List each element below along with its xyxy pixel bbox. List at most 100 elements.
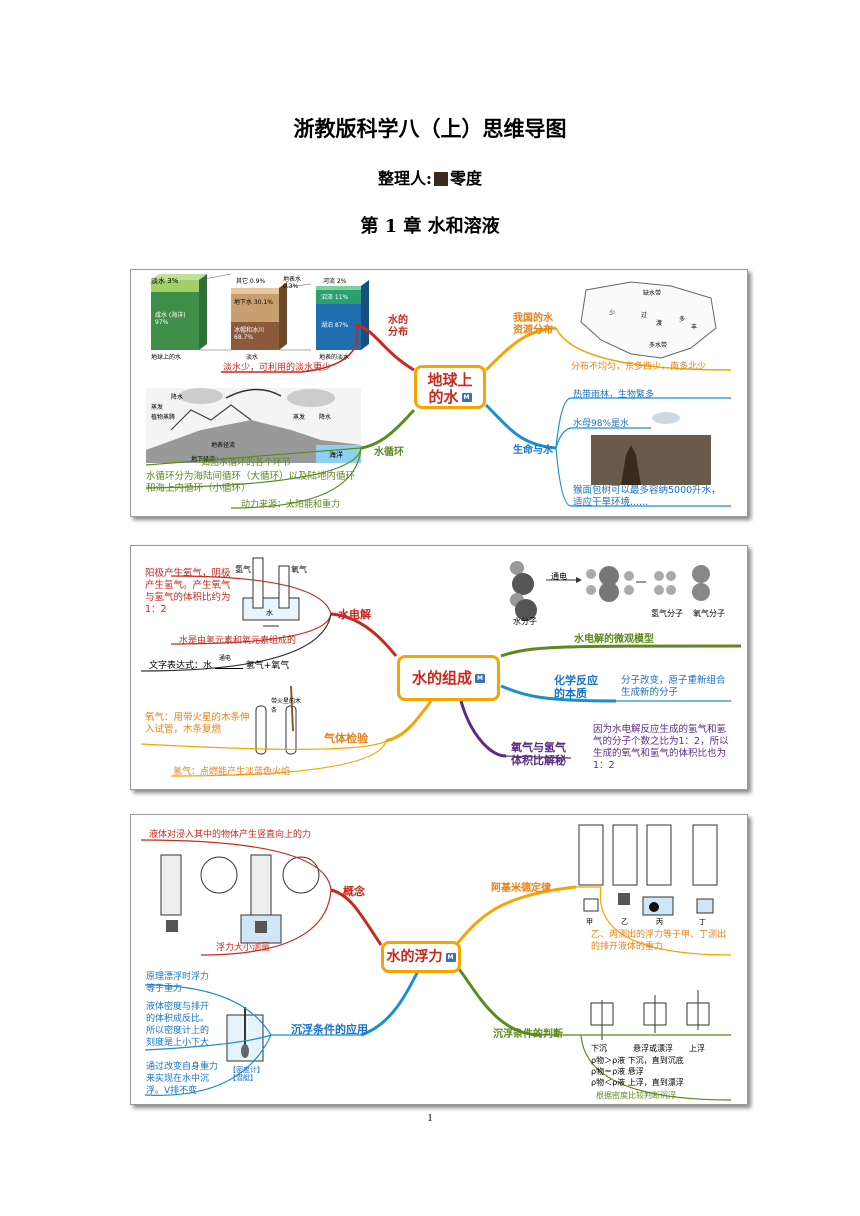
word-eq-products: 氢气+氧气 bbox=[245, 661, 290, 671]
organizer-line: 整理人:零度 bbox=[0, 165, 860, 189]
map2-branches bbox=[140, 557, 742, 777]
bar1-body-label: 咸水 (海洋) 97% bbox=[155, 312, 186, 326]
cycle-caption: 如图水循环的各个环节 bbox=[201, 458, 292, 468]
word-eq-condition: 通电 bbox=[218, 655, 231, 662]
branch-reaction-nature-line1: 化学反应 bbox=[554, 674, 598, 687]
branch-apply[interactable]: 沉浮条件的应用 bbox=[291, 1023, 368, 1036]
cycle-label-0: 降水 bbox=[171, 394, 184, 401]
bar3-low-label: 湖泊 87% bbox=[321, 322, 349, 329]
micro-label-hydrogen-molecule: 氢气分子 bbox=[651, 609, 683, 618]
life-note-1: 水母98%是水 bbox=[573, 419, 630, 429]
cycle-label-2: 植物蒸腾 bbox=[151, 414, 176, 421]
bar2-low-label: 冰帽和冰川 68.7% bbox=[234, 327, 265, 341]
word-equation: 文字表达式：水 通电 氢气+氧气 bbox=[149, 655, 290, 671]
life-note-2: 猴面包树可以最多容纳5000升水，适应干旱环境...... bbox=[573, 485, 721, 508]
branch-electrolysis[interactable]: 水电解 bbox=[338, 608, 371, 621]
judge-note: 根据密度比较判断沉浮 bbox=[596, 1091, 676, 1100]
apply-tag-hydrometer: 【密度计】 bbox=[229, 1066, 264, 1074]
branch-reaction-nature[interactable]: 化学反应的本质 bbox=[554, 674, 598, 700]
branch-judge[interactable]: 沉浮条件的判断 bbox=[493, 1029, 563, 1040]
mindmap-earth-water: 淡水 3% 咸水 (海洋) 97% 地球上的水 其它 0.9% 地下水 30.1… bbox=[130, 269, 748, 517]
nature-note: 分子改变，原子重新组合生成新的分子 bbox=[621, 675, 726, 698]
mindmap-water-composition: 阳极产生氧气，阴极产生氢气。产生氧气与氢气的体积比约为1：2 氢气 氧气 水 水… bbox=[130, 545, 748, 790]
branch-volume-ratio-line2: 体积比解秘 bbox=[511, 754, 566, 767]
test-oxygen-note: 氧气：用带火星的木条伸入试管，木条复燃 bbox=[145, 712, 250, 735]
branch-micro-model[interactable]: 水电解的微观模型 bbox=[574, 634, 654, 645]
micro-label-water-molecule: 水分子 bbox=[513, 617, 537, 626]
branch-volume-ratio[interactable]: 氧气与氢气体积比解秘 bbox=[511, 741, 566, 767]
bar1-caption: 地球上的水 bbox=[151, 354, 182, 361]
cycle-note-1: 水循环分为海陆间循环（大循环）以及陆地内循环和海上内循环（小循环） bbox=[146, 471, 356, 494]
map-label-0: 缺水带 bbox=[643, 290, 662, 297]
map-label-2: 过 bbox=[641, 312, 648, 319]
mindmap-icon: M bbox=[475, 674, 485, 683]
bar2-caption: 淡水 bbox=[246, 354, 259, 361]
bar3-left-label: 地表水 0.3% bbox=[283, 276, 302, 290]
center-node-label: 水的组成 bbox=[411, 669, 472, 687]
apply-note-3: 通过改变自身重力来实现在水中沉浮。V排不变 bbox=[146, 1062, 219, 1096]
judge-label-float: 上浮 bbox=[689, 1044, 705, 1053]
apparatus-label-water: 水 bbox=[266, 609, 273, 617]
apply-tag-submarine: 【潜艇】 bbox=[229, 1074, 257, 1082]
branch-water-resources[interactable]: 我国的水资源分布 bbox=[513, 313, 553, 337]
bar1-top-label: 淡水 3% bbox=[151, 277, 179, 285]
branch-water-resources-line2: 资源分布 bbox=[513, 325, 553, 336]
bar3-top-label: 河流 2% bbox=[323, 278, 347, 285]
mindmap-buoyancy: 液体对浸入其中的物体产生竖直向上的力 概念 浮力大小测量 阿基米德定律 甲 乙 … bbox=[130, 814, 748, 1105]
judge-label-sink: 下沉 bbox=[591, 1044, 607, 1053]
branch-archimedes[interactable]: 阿基米德定律 bbox=[491, 883, 551, 894]
branch-water-cycle[interactable]: 水循环 bbox=[374, 447, 404, 458]
distribution-note: 淡水少，可利用的淡水更少 bbox=[223, 363, 332, 373]
life-note-0: 热带雨林，生物繁多 bbox=[573, 390, 655, 400]
branch-concept[interactable]: 概念 bbox=[343, 885, 365, 898]
center-node-label: 水的浮力 bbox=[386, 949, 443, 965]
map-label-5: 丰 bbox=[691, 324, 698, 331]
branch-water-resources-line1: 我国的水 bbox=[513, 313, 553, 324]
mindmap-icon: M bbox=[461, 393, 472, 402]
branch-water-distribution[interactable]: 水的分布 bbox=[388, 315, 408, 339]
archimedes-label-1: 乙 bbox=[621, 918, 628, 926]
map3-branches bbox=[140, 824, 732, 1101]
center-node-line2: 的水 bbox=[428, 388, 459, 406]
branch-life-water[interactable]: 生命与水 bbox=[513, 445, 553, 456]
map-label-4: 多 bbox=[679, 316, 686, 323]
cycle-note-2: 动力来源：太阳能和重力 bbox=[241, 500, 341, 510]
apply-note-2: 液体密度与排开的体积成反比。所以密度计上的刻度是上小下大 bbox=[146, 1002, 210, 1048]
bar3-mid-label: 沼泽 11% bbox=[321, 294, 349, 301]
archimedes-note: 乙、丙测出的浮力等于甲、丁测出的排开液体的重力 bbox=[591, 930, 727, 952]
apparatus-label-hydrogen: 氢气 bbox=[235, 565, 251, 574]
judge-row-0: ρ物＞ρ液 下沉，直到沉底 bbox=[591, 1056, 684, 1065]
map-label-6: 多水带 bbox=[649, 342, 668, 349]
concept-caption: 浮力大小测量 bbox=[216, 943, 271, 953]
cycle-label-4: 地下径流 bbox=[191, 456, 216, 463]
cycle-label-5: 海洋 bbox=[329, 451, 343, 459]
concept-note: 液体对浸入其中的物体产生竖直向上的力 bbox=[149, 830, 312, 840]
chapter-title: 第 1 章 水和溶液 bbox=[360, 216, 500, 237]
archimedes-label-2: 丙 bbox=[656, 918, 663, 926]
cycle-label-1: 蒸发 bbox=[151, 404, 164, 411]
judge-label-suspend: 悬浮或漂浮 bbox=[633, 1044, 673, 1053]
page-number: 1 bbox=[427, 1112, 433, 1124]
organizer-name: 零度 bbox=[449, 169, 482, 188]
archimedes-label-3: 丁 bbox=[699, 918, 706, 926]
splint-label: 带火星的木条 bbox=[271, 698, 302, 714]
map-label-1: 少 bbox=[609, 310, 616, 317]
cycle-label-3: 地表径流 bbox=[211, 442, 236, 449]
word-eq-reactant: 文字表达式：水 bbox=[149, 661, 213, 671]
branch-water-distribution-line1: 水的 bbox=[388, 315, 408, 326]
judge-row-2: ρ物＜ρ液 上浮，直到漂浮 bbox=[591, 1078, 684, 1087]
bar3-caption: 地表的淡水 bbox=[319, 354, 350, 361]
archimedes-label-0: 甲 bbox=[586, 918, 593, 926]
branch-gas-test[interactable]: 气体检验 bbox=[324, 732, 368, 745]
cycle-label-7: 降水 bbox=[319, 414, 332, 421]
micro-label-oxygen-molecule: 氧气分子 bbox=[693, 609, 725, 618]
map1-branches bbox=[145, 273, 732, 509]
page-title: 浙教版科学八（上）思维导图 bbox=[293, 116, 567, 141]
map-label-3: 渡 bbox=[656, 320, 663, 327]
test-hydrogen-note: 氢气：点燃能产生淡蓝色火焰 bbox=[173, 767, 291, 777]
branch-water-distribution-line2: 分布 bbox=[388, 327, 408, 338]
center-node-line1: 地球上 bbox=[427, 371, 473, 389]
